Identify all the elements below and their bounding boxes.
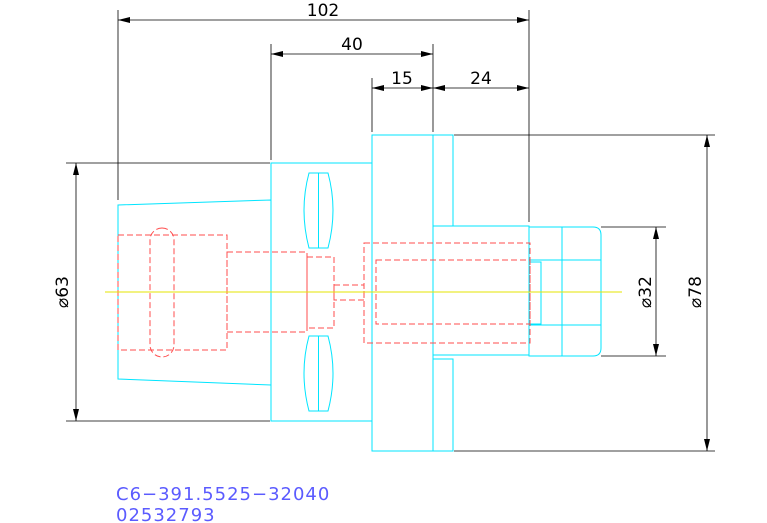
dim-label-102: 102 bbox=[307, 1, 339, 21]
dim-label-dia-63: ⌀63 bbox=[53, 276, 73, 308]
dim-label-dia-32: ⌀32 bbox=[636, 276, 656, 308]
dimension-dia-78: ⌀78 bbox=[454, 134, 715, 452]
dimension-24: 24 bbox=[433, 69, 529, 91]
dimension-dia-63: ⌀63 bbox=[53, 162, 270, 422]
hidden-bore-step bbox=[306, 256, 335, 329]
dim-label-24: 24 bbox=[470, 69, 492, 89]
flange bbox=[371, 134, 434, 452]
end-cap bbox=[528, 226, 602, 357]
part-outline bbox=[117, 134, 602, 452]
part-code-line1: C6−391.5525−32040 bbox=[116, 484, 330, 505]
flange-slot-top bbox=[432, 134, 454, 227]
dimension-102: 102 bbox=[117, 1, 530, 222]
lower-pocket bbox=[303, 335, 334, 412]
dim-label-dia-78: ⌀78 bbox=[686, 276, 706, 308]
flange-slot-bottom bbox=[432, 358, 454, 452]
part-code-line2: 02532793 bbox=[116, 505, 216, 523]
shank bbox=[432, 225, 530, 356]
dimension-15: 15 bbox=[371, 69, 433, 132]
dim-label-40: 40 bbox=[341, 35, 363, 55]
hidden-bore-right bbox=[363, 242, 531, 344]
dimension-40: 40 bbox=[270, 35, 434, 160]
end-cap-stub bbox=[528, 261, 542, 325]
dimension-dia-32: ⌀32 bbox=[601, 226, 666, 357]
hidden-collet-groove bbox=[149, 227, 175, 358]
upper-pocket bbox=[303, 172, 334, 249]
dim-label-15: 15 bbox=[391, 69, 413, 89]
